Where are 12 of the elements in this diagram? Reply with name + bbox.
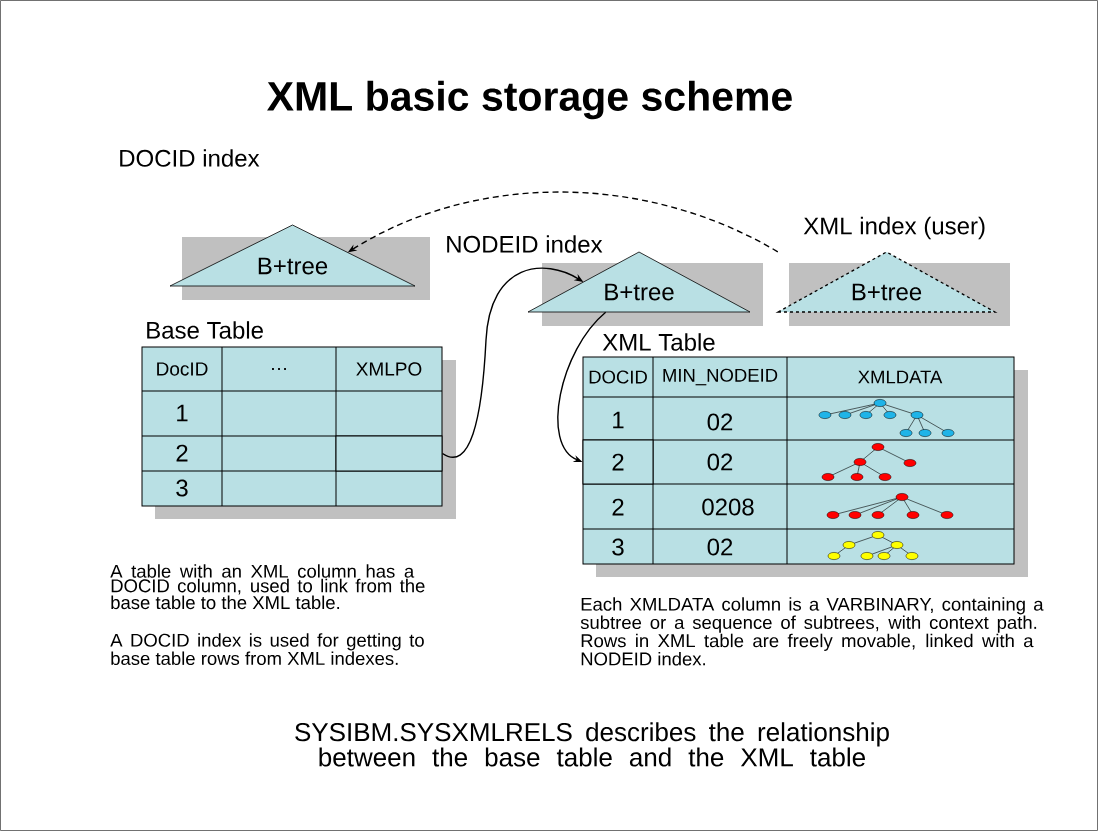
arrow bbox=[557, 311, 607, 462]
table-title: XML Table bbox=[602, 333, 715, 351]
note-text: Each XMLDATA column is a VARBINARY, containing a subtree or a sequence of subtrees, with context path. Rows in XML table are freely movable, linked with a NODEID index. bbox=[580, 597, 1044, 666]
index-label: XML index (user) bbox=[803, 216, 985, 240]
index-label: NODEID index bbox=[447, 235, 603, 253]
table-title: Base Table bbox=[147, 321, 263, 339]
note-text: A table with an XML column has a DOCID column, used to link from the base table to the XML table. bbox=[110, 564, 425, 610]
title: XML basic storage scheme bbox=[267, 80, 792, 120]
caption: SYSIBM.SYSXMLRELS describes the relationship between the base table and the XML table bbox=[295, 722, 889, 767]
index-triangle: B+tree bbox=[169, 224, 430, 300]
note-text: A DOCID index is used for getting to base table rows from XML indexes. bbox=[110, 633, 424, 666]
index-label: DOCID index bbox=[120, 149, 260, 167]
